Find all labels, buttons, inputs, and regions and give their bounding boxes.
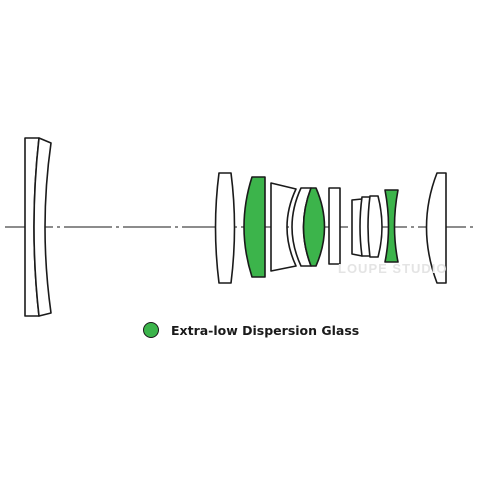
- legend-ed-glass-swatch: [143, 322, 159, 338]
- lens-element-3: [214, 172, 236, 284]
- lens-element-4-ed: [243, 176, 266, 278]
- lens-element-11: [367, 195, 383, 258]
- legend-ed-glass-label: Extra-low Dispersion Glass: [171, 322, 360, 338]
- lens-element-12-ed: [384, 189, 399, 263]
- lens-element-13: [425, 172, 447, 284]
- legend: Extra-low Dispersion Glass: [143, 320, 359, 340]
- lens-element-8: [328, 187, 341, 265]
- lens-element-2: [33, 137, 52, 317]
- lens-element-7-ed: [302, 187, 326, 267]
- watermark-text: LOUPE STUDIO: [338, 261, 448, 276]
- lens-element-5: [270, 182, 297, 272]
- lens-element-10: [359, 196, 371, 257]
